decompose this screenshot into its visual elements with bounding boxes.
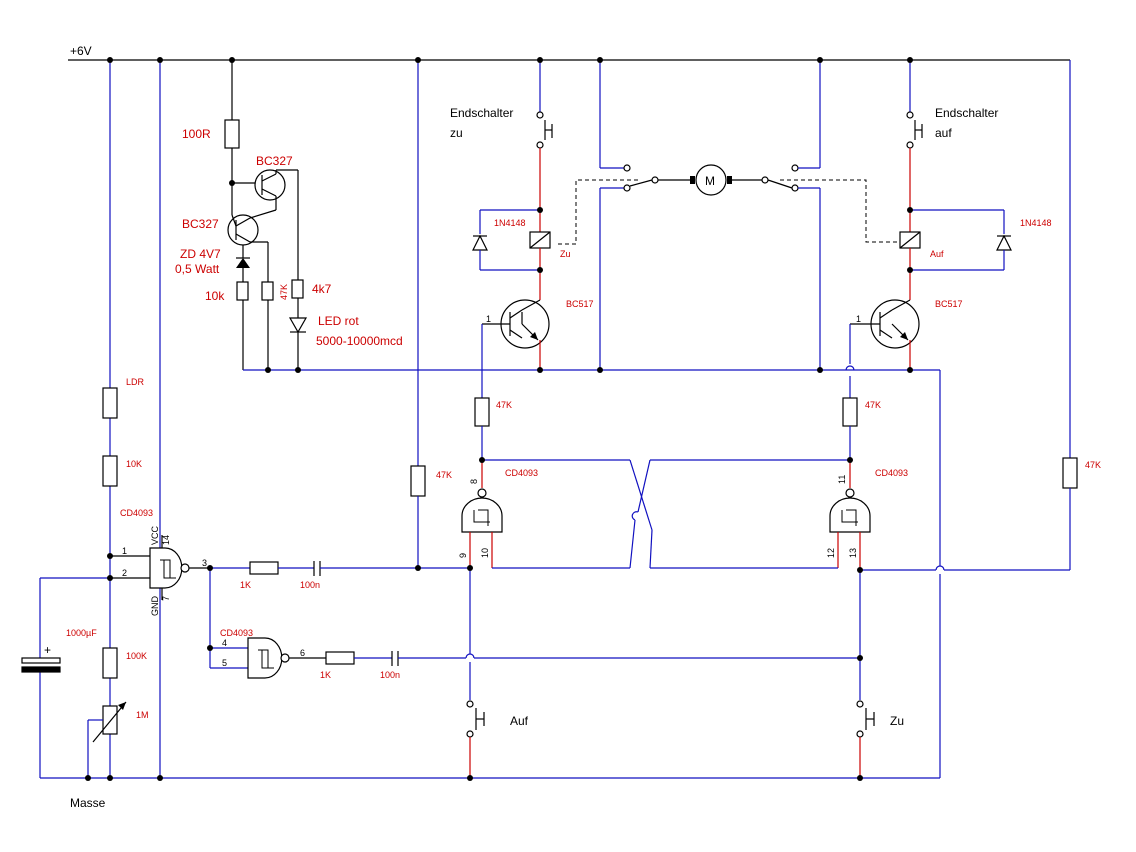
r-100r-label: 100R	[182, 127, 211, 141]
button-zu	[856, 700, 875, 778]
ic-gate-b-label: CD4093	[505, 468, 538, 478]
zd-label-2: 0,5 Watt	[175, 262, 220, 276]
pin-vcc-label: VCC	[150, 525, 160, 545]
endschalter-right-label-2: auf	[935, 126, 952, 140]
q-right-pin-label: 1	[856, 314, 861, 324]
pin-11-label: 11	[837, 475, 847, 484]
resistor-47k-right	[860, 60, 1078, 778]
cross-coupling	[629, 459, 653, 569]
relay-left-label: Zu	[560, 249, 571, 259]
r-47k-mid-label: 47K	[436, 470, 452, 480]
pin-1-label: 1	[122, 546, 127, 556]
resistor-ldr	[102, 387, 118, 419]
relay-driver-left	[472, 60, 553, 460]
button-auf	[466, 700, 485, 778]
motor-switch-section	[558, 60, 900, 370]
pin-4-label: 4	[222, 638, 227, 648]
pin-7-label: 7	[161, 596, 171, 601]
resistor-100k	[102, 647, 118, 679]
r-10k-led-label: 10k	[205, 289, 225, 303]
pin-2-label: 2	[122, 568, 127, 578]
diode-left-label: 1N4148	[494, 218, 526, 228]
cap-1000uf-label: 1000µF	[66, 628, 97, 638]
capacitor-1000uf	[21, 577, 110, 778]
ground-label: Masse	[70, 796, 106, 810]
q-bc327-1-label: BC327	[256, 154, 293, 168]
nand-gate-b	[461, 459, 630, 700]
junction-dots	[85, 57, 913, 781]
pin-6-label: 6	[300, 648, 305, 658]
q-bc517-right-label: BC517	[935, 299, 963, 309]
pin-14-label: 14	[161, 535, 171, 545]
ic-main-label: CD4093	[120, 508, 153, 518]
pin-5-label: 5	[222, 658, 227, 668]
r-100k-label: 100K	[126, 651, 147, 661]
endschalter-right-label-1: Endschalter	[935, 106, 998, 120]
pot-1m-label: 1M	[136, 710, 149, 720]
supply-label: +6V	[70, 44, 92, 58]
nand-gate-c	[650, 459, 871, 700]
r-ldr-label: LDR	[126, 377, 145, 387]
r-47k-led-label: 47K	[279, 284, 289, 300]
endschalter-left-label-1: Endschalter	[450, 106, 513, 120]
r-47k-right-label: 47K	[1085, 460, 1101, 470]
relay-driver-right	[842, 60, 1012, 460]
r-47k-base-right-label: 47K	[865, 400, 881, 410]
led-indicator	[224, 60, 940, 371]
nand-gate-d	[247, 637, 860, 679]
zd-label-1: ZD 4V7	[180, 247, 221, 261]
pin-9-label: 9	[458, 553, 468, 558]
r-1k-a-label: 1K	[240, 580, 251, 590]
motor-label: M	[705, 174, 715, 188]
r-10k-label: 10K	[126, 459, 142, 469]
pin-gnd-label: GND	[150, 596, 160, 617]
pin-10-label: 10	[480, 548, 490, 558]
pin-3-label: 3	[202, 558, 207, 568]
potentiometer-1m	[87, 701, 127, 778]
button-zu-label: Zu	[890, 714, 904, 728]
r-1k-b-label: 1K	[320, 670, 331, 680]
endschalter-left-label-2: zu	[450, 126, 463, 140]
button-auf-label: Auf	[510, 714, 529, 728]
left-divider-column	[109, 60, 161, 778]
r-4k7-label: 4k7	[312, 282, 332, 296]
diode-right-label: 1N4148	[1020, 218, 1052, 228]
net-pin3	[209, 561, 470, 669]
led-label-2: 5000-10000mcd	[316, 334, 403, 348]
r-47k-base-left-label: 47K	[496, 400, 512, 410]
pin-13-label: 13	[848, 548, 858, 558]
q-bc327-2-label: BC327	[182, 217, 219, 231]
ic-gate-c-label: CD4093	[875, 468, 908, 478]
resistor-10k	[102, 455, 118, 487]
pin-12-label: 12	[826, 548, 836, 558]
q-left-pin-label: 1	[486, 314, 491, 324]
led-label-1: LED rot	[318, 314, 359, 328]
relay-right-label: Auf	[930, 249, 944, 259]
cap-plus-label: +	[44, 643, 51, 657]
ic-gate-d-label: CD4093	[220, 628, 253, 638]
cap-100n-b-label: 100n	[380, 670, 400, 680]
labels: +6V Masse 100R BC327 BC327 ZD 4V7 0,5 Wa…	[44, 44, 1101, 810]
cap-100n-a-label: 100n	[300, 580, 320, 590]
pin-8-label: 8	[469, 479, 479, 484]
resistor-47k-mid	[410, 60, 426, 568]
q-bc517-left-label: BC517	[566, 299, 594, 309]
nand-gate-main	[110, 535, 210, 600]
